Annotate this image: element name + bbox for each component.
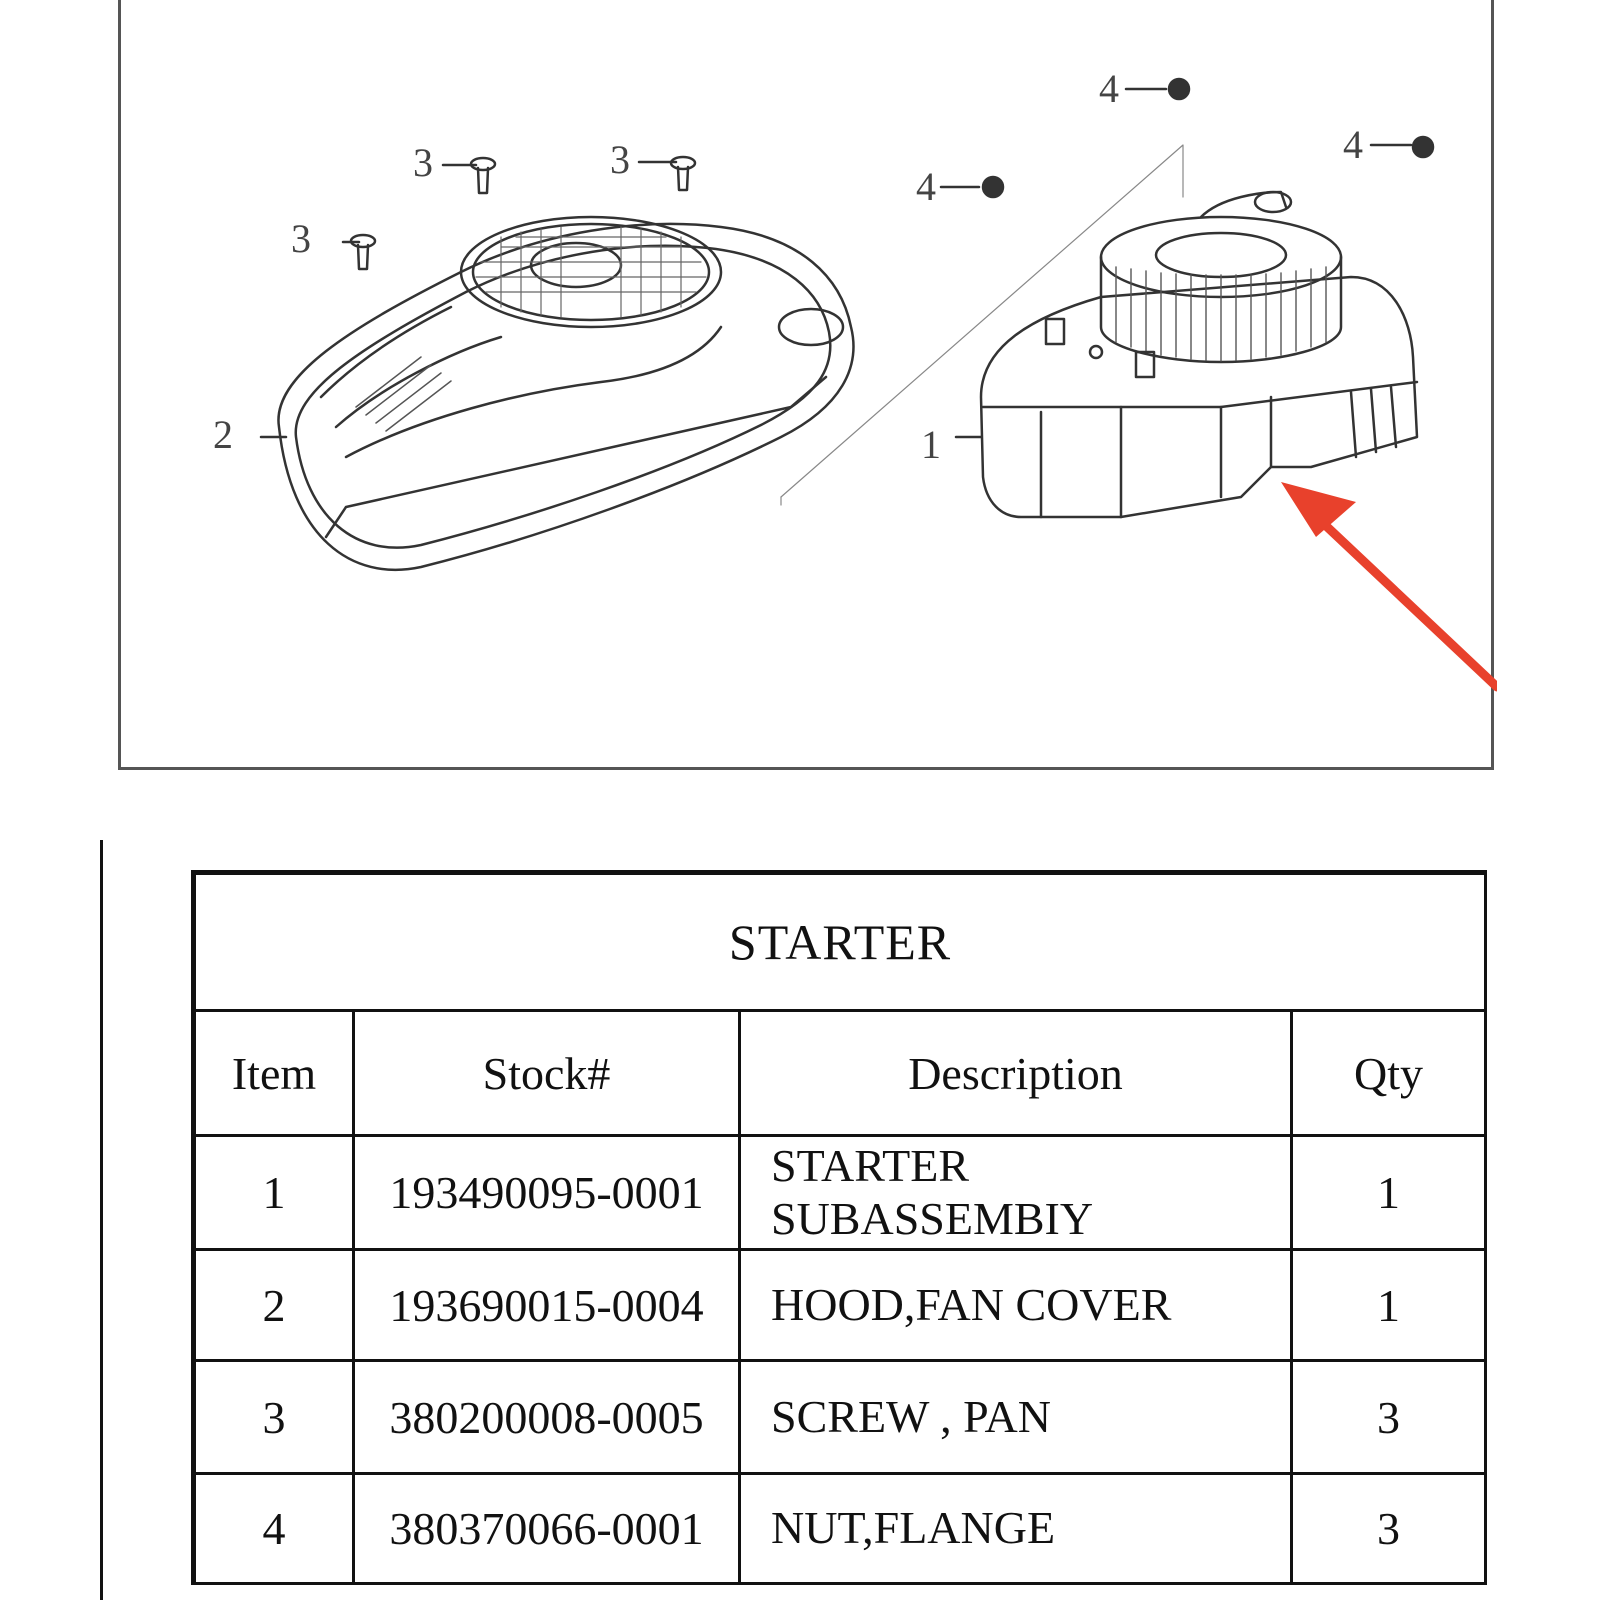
- callout-item-3: 3: [291, 216, 311, 261]
- table-header-row: Item Stock# Description Qty: [191, 1009, 1488, 1137]
- callout-item-2: 2: [213, 412, 233, 457]
- stock-number: 193490095-0001: [352, 1134, 741, 1251]
- item-number: 4: [191, 1472, 355, 1585]
- column-header-item: Item: [191, 1009, 355, 1137]
- item-number: 3: [191, 1359, 355, 1475]
- table-row: 3 380200008-0005 SCREW , PAN 3: [191, 1359, 1488, 1475]
- callout-item-1: 1: [921, 422, 941, 467]
- table-row: 1 193490095-0001 STARTER SUBASSEMBIY 1: [191, 1134, 1488, 1251]
- flange-nut-part: [939, 77, 1435, 199]
- description: SCREW , PAN: [738, 1359, 1293, 1475]
- table-row: 2 193690015-0004 HOOD,FAN COVER 1: [191, 1248, 1488, 1362]
- hood-fan-cover-part: [259, 215, 855, 572]
- stock-number: 380200008-0005: [352, 1359, 741, 1475]
- starter-subassembly-part: [954, 190, 1419, 519]
- callout-item-4: 4: [1099, 66, 1119, 111]
- parts-table: STARTER Item Stock# Description Qty 1 19…: [190, 870, 1488, 1585]
- parts-diagram: [259, 77, 1497, 692]
- callout-item-3: 3: [413, 140, 433, 185]
- description-line: STARTER: [771, 1139, 970, 1191]
- table-title-row: STARTER: [190, 870, 1488, 1012]
- callout-item-4: 4: [916, 164, 936, 209]
- column-header-description: Description: [738, 1009, 1293, 1137]
- screw-part: [341, 155, 697, 271]
- description: STARTER SUBASSEMBIY: [738, 1134, 1293, 1251]
- callout-item-4: 4: [1343, 122, 1363, 167]
- table-title: STARTER: [190, 870, 1488, 1012]
- quantity: 1: [1289, 1134, 1488, 1251]
- quantity: 3: [1289, 1472, 1488, 1585]
- stock-number: 380370066-0001: [352, 1472, 741, 1585]
- pointer-arrow: [1281, 482, 1497, 692]
- column-header-qty: Qty: [1289, 1009, 1488, 1137]
- column-header-stock: Stock#: [352, 1009, 741, 1137]
- margin-rule: [100, 840, 103, 1600]
- description: HOOD,FAN COVER: [738, 1248, 1293, 1362]
- quantity: 1: [1289, 1248, 1488, 1362]
- description: NUT,FLANGE: [738, 1472, 1293, 1585]
- item-number: 1: [191, 1134, 355, 1251]
- quantity: 3: [1289, 1359, 1488, 1475]
- table-row: 4 380370066-0001 NUT,FLANGE 3: [191, 1472, 1488, 1585]
- callout-item-3: 3: [610, 137, 630, 182]
- description-line: SUBASSEMBIY: [771, 1192, 1094, 1244]
- parts-diagram-frame: 1 2 3 3 3 4 4 4: [118, 0, 1497, 770]
- item-number: 2: [191, 1248, 355, 1362]
- stock-number: 193690015-0004: [352, 1248, 741, 1362]
